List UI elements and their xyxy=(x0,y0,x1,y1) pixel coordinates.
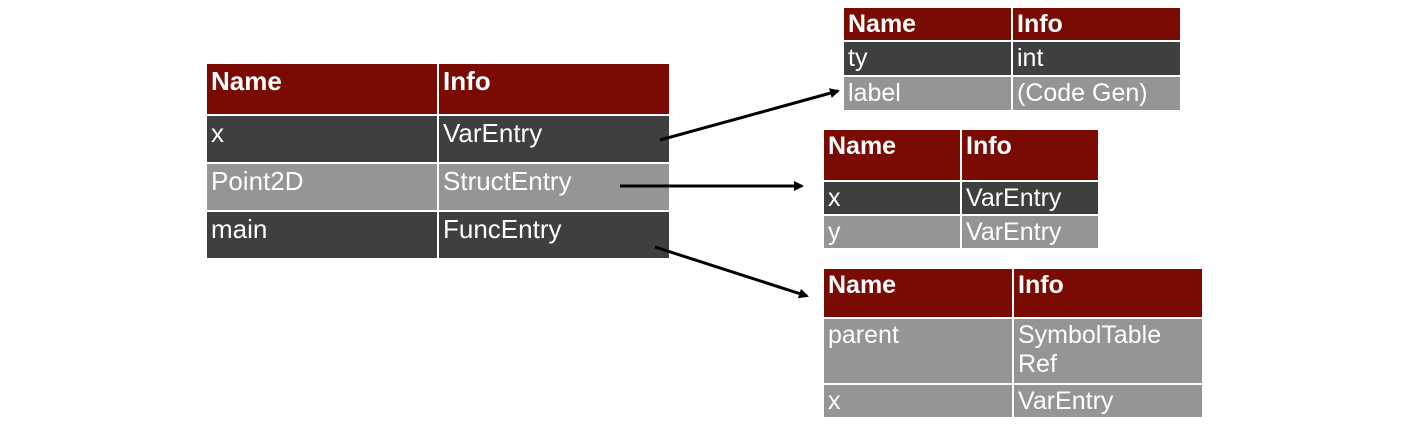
table-row: label (Code Gen) xyxy=(842,75,1182,112)
cell-info: FuncEntry xyxy=(437,210,671,260)
cell-name: main xyxy=(205,210,439,260)
func-entry-table: Name Info parent SymbolTable Ref x VarEn… xyxy=(822,267,1204,419)
table-row: x VarEntry xyxy=(205,114,671,164)
table-row: ty int xyxy=(842,40,1182,77)
column-header-info: Info xyxy=(1011,6,1182,42)
cell-info: int xyxy=(1011,40,1182,77)
cell-info: VarEntry xyxy=(960,214,1100,250)
table-header-row: Name Info xyxy=(822,128,1100,182)
column-header-name: Name xyxy=(842,6,1013,42)
cell-name: x xyxy=(822,180,962,216)
table-header-row: Name Info xyxy=(205,62,671,116)
cell-info: VarEntry xyxy=(960,180,1100,216)
column-header-info: Info xyxy=(1012,267,1204,319)
table-header-row: Name Info xyxy=(842,6,1182,42)
cell-name: x xyxy=(205,114,439,164)
column-header-name: Name xyxy=(822,267,1014,319)
struct-entry-table: Name Info x VarEntry y VarEntry xyxy=(822,128,1100,250)
table-row: main FuncEntry xyxy=(205,210,671,260)
var-entry-table: Name Info ty int label (Code Gen) xyxy=(842,6,1182,112)
table-header-row: Name Info xyxy=(822,267,1204,319)
arrow-main-to-func-entry xyxy=(654,245,809,299)
cell-info: VarEntry xyxy=(437,114,671,164)
column-header-info: Info xyxy=(960,128,1100,182)
cell-info: VarEntry xyxy=(1012,383,1204,419)
column-header-name: Name xyxy=(822,128,962,182)
cell-name: Point2D xyxy=(205,162,439,212)
table-row: y VarEntry xyxy=(822,214,1100,250)
symbol-table-main: Name Info x VarEntry Point2D StructEntry… xyxy=(205,62,671,260)
cell-name: y xyxy=(822,214,962,250)
cell-info: SymbolTable Ref xyxy=(1012,317,1204,385)
table-row: x VarEntry xyxy=(822,180,1100,216)
column-header-name: Name xyxy=(205,62,439,116)
cell-name: parent xyxy=(822,317,1014,385)
table-row: x VarEntry xyxy=(822,383,1204,419)
cell-info: StructEntry xyxy=(437,162,671,212)
cell-info: (Code Gen) xyxy=(1011,75,1182,112)
cell-name: ty xyxy=(842,40,1013,77)
column-header-info: Info xyxy=(437,62,671,116)
table-row: parent SymbolTable Ref xyxy=(822,317,1204,385)
arrow-x-to-var-entry xyxy=(659,88,840,142)
cell-name: label xyxy=(842,75,1013,112)
cell-name: x xyxy=(822,383,1014,419)
table-row: Point2D StructEntry xyxy=(205,162,671,212)
